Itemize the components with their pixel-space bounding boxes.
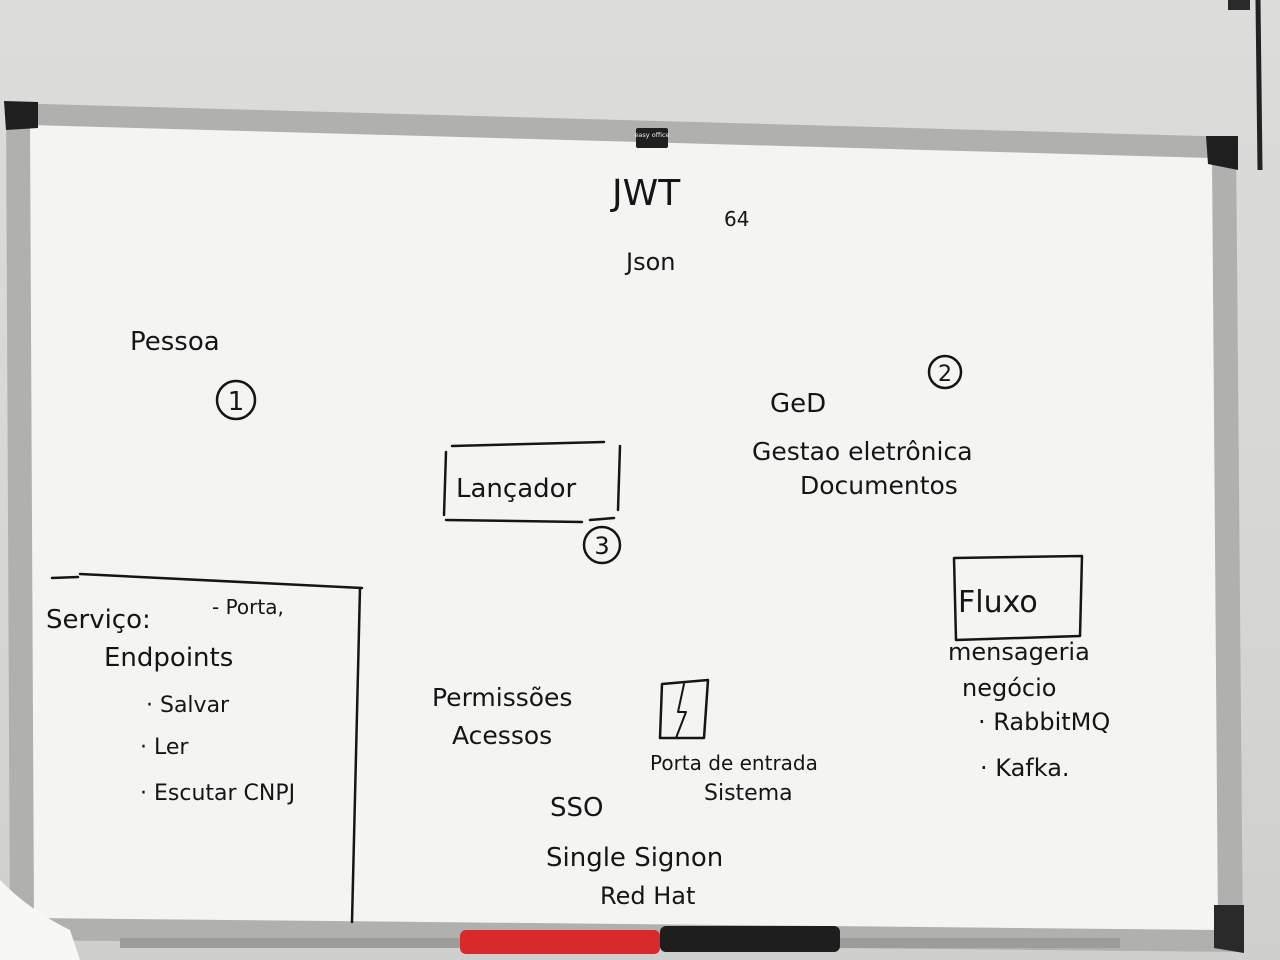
acessos-label: Acessos (452, 721, 552, 750)
red-marker (460, 930, 660, 954)
ged-number: 2 (938, 362, 952, 387)
ged-number-circle (927, 354, 963, 390)
whiteboard-surface (30, 125, 1218, 930)
sixty-four-label: 64 (724, 207, 749, 231)
ged-label: GeD (770, 389, 826, 419)
jwt-label: JWT (610, 173, 681, 214)
servico-title: Serviço: (46, 605, 151, 635)
black-marker (660, 926, 840, 952)
frame-corner-top-left (4, 101, 38, 130)
marker-tray (120, 926, 1120, 954)
lancador-number: 3 (594, 532, 609, 560)
mensageria-label: mensageria (948, 638, 1090, 666)
kafka-item: · Kafka. (980, 754, 1070, 782)
servico-item-salvar: · Salvar (146, 693, 230, 718)
cable-clips (1228, 0, 1250, 10)
json-label: Json (624, 248, 675, 276)
servico-box (50, 572, 364, 924)
servico-item-escutar: · Escutar CNPJ (140, 781, 295, 806)
negocio-label: negócio (962, 674, 1056, 702)
foreground-object (0, 880, 80, 960)
fluxo-box (952, 554, 1084, 642)
frame-corner-top-right (1206, 136, 1238, 170)
fluxo-label: Fluxo (958, 585, 1038, 620)
pessoa-number: 1 (228, 387, 245, 417)
pessoa-label: Pessoa (130, 327, 220, 357)
permissoes-label: Permissões (432, 683, 572, 712)
lancador-box (442, 440, 622, 524)
red-hat-label: Red Hat (600, 882, 695, 910)
brand-label: easy office (634, 131, 669, 139)
sso-label: SSO (550, 793, 603, 823)
whiteboard: easy office (4, 101, 1244, 953)
sistema-label: Sistema (704, 781, 793, 806)
lancador-underline (588, 516, 616, 522)
servico-porta: - Porta, (212, 595, 284, 619)
door-icon (658, 678, 710, 740)
single-signon-label: Single Signon (546, 843, 723, 873)
porta-entrada-label: Porta de entrada (650, 751, 818, 775)
ged-line1: Gestao eletrônica (752, 437, 973, 466)
frame-corner-bottom-right (1214, 905, 1244, 953)
ged-line2: Documentos (800, 471, 958, 500)
servico-item-ler: · Ler (140, 735, 189, 760)
wall-cable (1255, 0, 1263, 171)
lancador-number-circle (582, 525, 622, 565)
servico-endpoints: Endpoints (104, 643, 233, 673)
rabbitmq-item: · RabbitMQ (978, 708, 1110, 736)
pessoa-number-circle (215, 379, 257, 421)
brand-badge (636, 128, 668, 148)
lancador-label: Lançador (456, 474, 577, 504)
